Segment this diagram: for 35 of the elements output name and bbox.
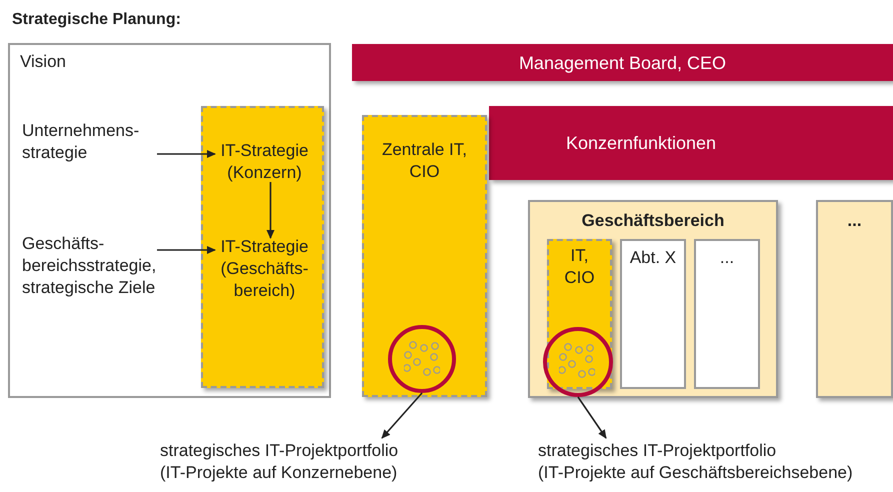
portfolio-circle xyxy=(543,327,613,397)
arrow xyxy=(266,182,274,239)
department-box xyxy=(620,239,686,389)
node-text: Unternehmens- strategie xyxy=(22,121,140,162)
it-panel xyxy=(362,115,487,397)
node-text: ... xyxy=(720,248,734,267)
node-text: IT, CIO xyxy=(564,246,595,287)
division-box xyxy=(528,200,778,398)
node-text: Vision xyxy=(20,51,66,73)
division-heading: Geschäftsbereich xyxy=(580,210,726,232)
arrow xyxy=(157,150,216,158)
node-text: Konzernfunktionen xyxy=(566,132,716,154)
management-band xyxy=(352,44,893,81)
caption-text: (IT-Projekte auf Konzernebene) xyxy=(160,462,398,484)
portfolio-circle xyxy=(388,325,456,393)
caption-text: (IT-Projekte auf Geschäftsbereichsebene) xyxy=(538,462,853,484)
arrow xyxy=(381,392,423,439)
division-heading: ... xyxy=(846,210,863,232)
node-text: Zentrale IT, CIO xyxy=(382,140,468,181)
arrow xyxy=(157,246,216,254)
diagram-title: Strategische Planung: xyxy=(12,10,181,30)
node-text: Management Board, CEO xyxy=(518,52,726,74)
it-panel xyxy=(201,106,324,388)
caption-text: strategisches IT-Projektportfolio xyxy=(160,440,398,462)
function-band xyxy=(489,106,893,180)
division-box xyxy=(816,200,893,398)
node-text: Abt. X xyxy=(630,248,676,267)
node-text: IT-Strategie (Konzern) xyxy=(220,141,308,182)
it-panel xyxy=(547,239,612,389)
department-box xyxy=(694,239,760,389)
node-text: Geschäfts- bereichsstrategie, strategische Ziele xyxy=(22,234,156,297)
node-text: IT-Strategie (Geschäfts- bereich) xyxy=(220,237,308,300)
vision-frame xyxy=(8,43,331,398)
caption-text: strategisches IT-Projektportfolio xyxy=(538,440,778,462)
arrow xyxy=(577,396,607,439)
